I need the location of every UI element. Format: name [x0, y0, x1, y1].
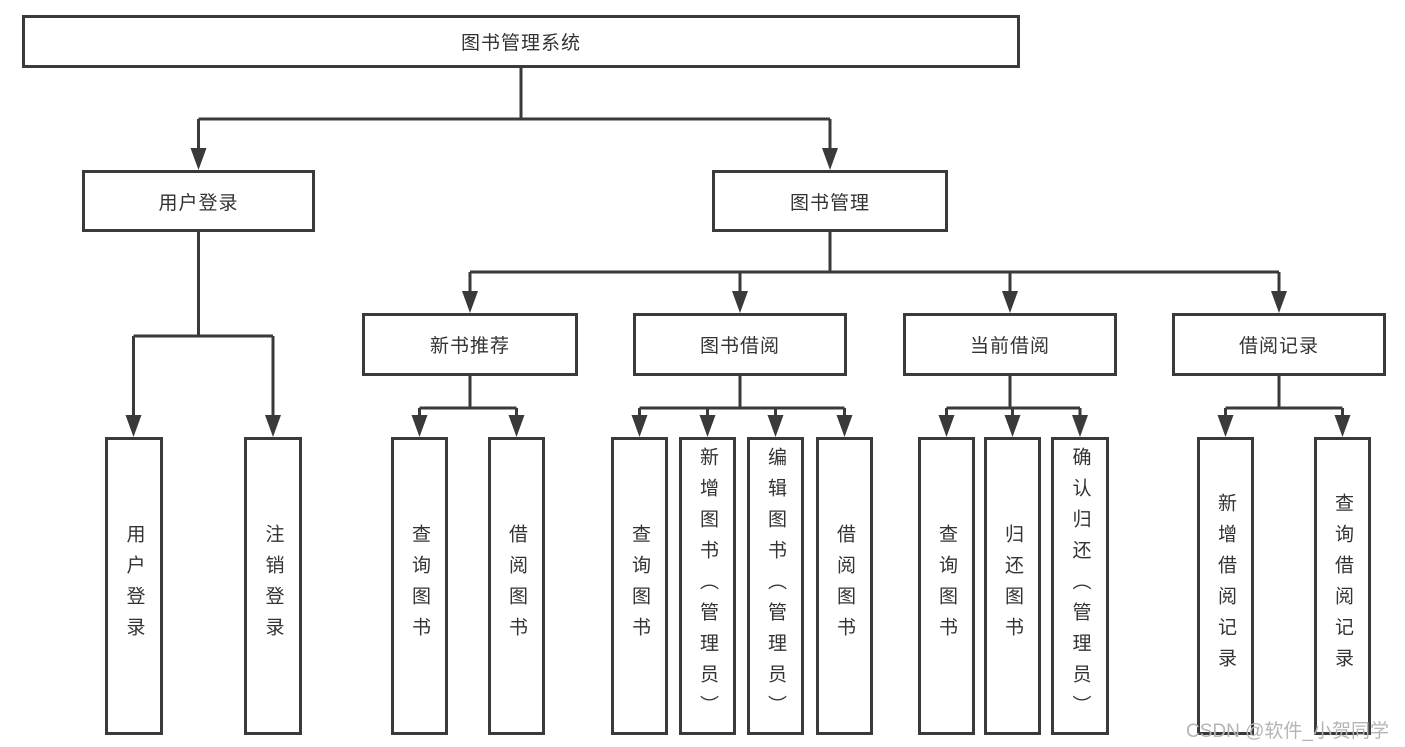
node-label: 借阅记录 — [1238, 336, 1319, 357]
arrowheads — [125, 148, 1351, 437]
node-leaf-query-books: 查询图书 — [918, 437, 975, 735]
node-current-borrow: 当前借阅 — [903, 313, 1117, 376]
node-leaf-logout: 注销登录 — [244, 437, 302, 735]
node-book-management: 图书管理 — [712, 170, 948, 232]
node-label: 借阅图书 — [834, 524, 855, 648]
csdn-watermark: CSDN @软件_小贺同学 — [1186, 721, 1389, 742]
node-label: 归还图书 — [1002, 524, 1023, 648]
node-book-borrow: 图书借阅 — [633, 313, 847, 376]
node-leaf-query-borrow-record: 查询借阅记录 — [1314, 437, 1371, 735]
node-label: 查询图书 — [409, 524, 430, 648]
node-label: 图书借阅 — [699, 336, 780, 357]
node-root-library-system: 图书管理系统 — [22, 15, 1020, 68]
node-leaf-add-borrow-record: 新增借阅记录 — [1197, 437, 1254, 735]
node-leaf-add-books-admin: 新增图书（管理员） — [679, 437, 736, 735]
node-leaf-borrow-books: 借阅图书 — [488, 437, 545, 735]
node-label: 当前借阅 — [969, 336, 1050, 357]
node-leaf-borrow-books: 借阅图书 — [816, 437, 873, 735]
node-label: 编辑图书（管理员） — [765, 446, 786, 726]
node-label: 查询图书 — [629, 524, 650, 648]
node-label: 图书管理系统 — [460, 33, 581, 54]
node-label: 新增图书（管理员） — [697, 446, 718, 726]
node-label: 确认归还（管理员） — [1069, 446, 1091, 726]
node-label: 借阅图书 — [506, 524, 527, 648]
node-label: 注销登录 — [262, 524, 284, 648]
node-label: 查询借阅记录 — [1332, 493, 1353, 679]
node-user-login: 用户登录 — [82, 170, 315, 232]
node-label: 新书推荐 — [429, 336, 510, 357]
node-label: 图书管理 — [789, 192, 870, 214]
node-label: 用户登录 — [158, 192, 239, 214]
node-leaf-user-login: 用户登录 — [105, 437, 163, 735]
node-leaf-query-books: 查询图书 — [611, 437, 668, 735]
node-leaf-edit-books-admin: 编辑图书（管理员） — [747, 437, 804, 735]
node-borrow-records: 借阅记录 — [1172, 313, 1386, 376]
node-label: 用户登录 — [123, 524, 145, 648]
node-label: 查询图书 — [936, 524, 957, 648]
node-new-book-recommend: 新书推荐 — [362, 313, 578, 376]
node-leaf-query-books: 查询图书 — [391, 437, 448, 735]
node-leaf-return-books: 归还图书 — [984, 437, 1041, 735]
node-label: 新增借阅记录 — [1215, 493, 1236, 679]
node-leaf-confirm-return-admin: 确认归还（管理员） — [1051, 437, 1109, 735]
